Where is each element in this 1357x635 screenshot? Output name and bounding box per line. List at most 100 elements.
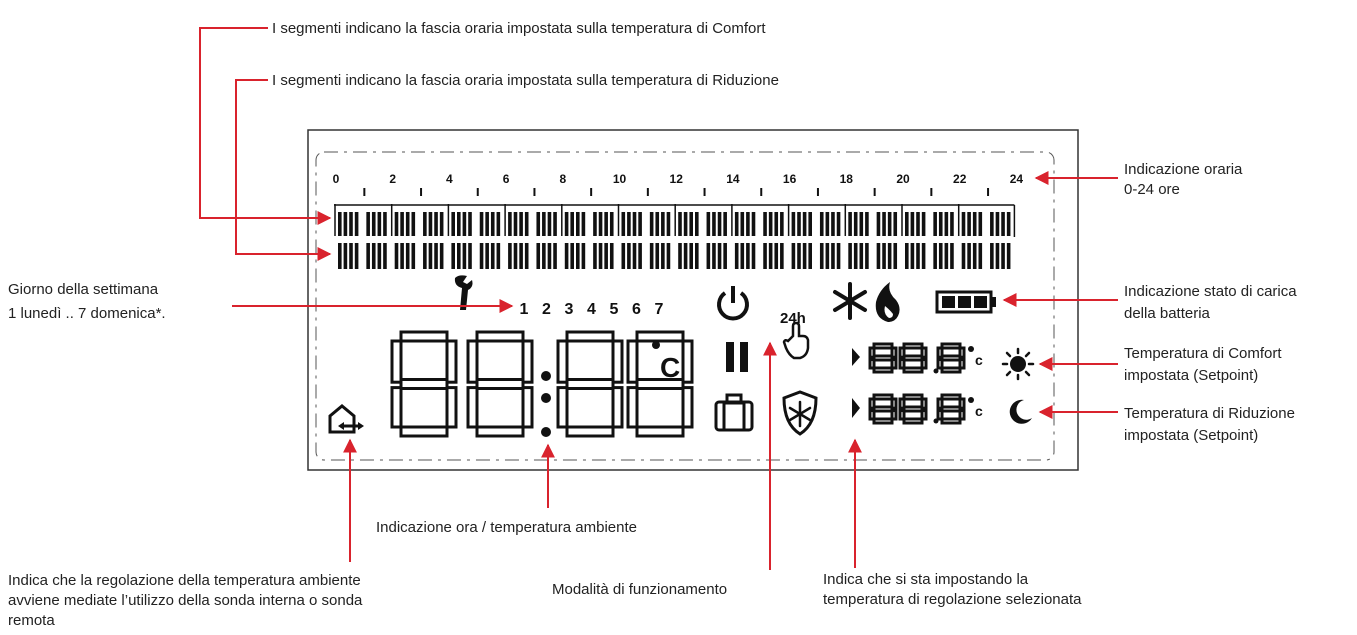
main-digit-segment xyxy=(399,425,449,438)
comfort-segment xyxy=(564,212,569,236)
main-digit-segment xyxy=(399,330,449,343)
comfort-digit-segment xyxy=(872,366,894,374)
comfort-segment xyxy=(768,212,773,236)
comfort-segment xyxy=(717,212,722,236)
reduction-segment xyxy=(542,243,546,269)
comfort-segment xyxy=(774,212,779,236)
comfort-segment xyxy=(683,212,688,236)
reduction-segment xyxy=(712,243,716,269)
comfort-segment xyxy=(910,212,915,236)
reduction-segment xyxy=(371,243,376,269)
comfort-segment xyxy=(916,212,920,236)
sun-icon xyxy=(1001,347,1035,381)
reduction-segment xyxy=(825,243,830,269)
reduction-segment xyxy=(950,243,954,269)
reduction-digit-segment xyxy=(936,409,944,421)
reduction-segment xyxy=(536,243,541,269)
weekday-number: 5 xyxy=(610,301,619,318)
reduction-unit: c xyxy=(975,403,983,419)
reduction-segment xyxy=(734,243,739,269)
reduction-segment xyxy=(859,243,864,269)
battery-annotation-1: Indicazione stato di carica xyxy=(1124,283,1297,300)
reduction-segment xyxy=(479,243,484,269)
main-time-display xyxy=(390,330,694,438)
reduction-segment xyxy=(938,243,943,269)
comfort-segment xyxy=(848,212,852,236)
time-temp-annotation: Indicazione ora / temperatura ambiente xyxy=(376,519,637,536)
main-digit-segment xyxy=(681,386,694,429)
reduction-segment xyxy=(791,243,796,269)
reduction-digit-segment xyxy=(898,409,906,421)
comfort-digit-segment xyxy=(920,346,928,359)
reduction-digit-segment xyxy=(920,397,928,410)
comfort-segment xyxy=(576,212,580,236)
reduction-segment xyxy=(678,243,682,269)
main-digit-segment xyxy=(556,386,569,429)
comfort-segment xyxy=(961,212,966,236)
comfort-digit-segment xyxy=(902,354,924,362)
comfort-segment xyxy=(354,212,359,236)
house-probe-icon xyxy=(328,404,364,434)
comfort-segment xyxy=(967,212,971,236)
comfort-digit-segment xyxy=(890,358,898,370)
comfort-segment xyxy=(655,212,660,236)
reduction-digit-segment xyxy=(940,393,962,401)
comfort-digit-segment xyxy=(936,346,944,359)
comfort-segment xyxy=(542,212,546,236)
main-digit-segment xyxy=(626,386,639,429)
reduction-digit-segment xyxy=(958,409,966,421)
wrench-icon xyxy=(454,275,473,310)
comfort-segment xyxy=(377,212,382,236)
comfort-segment xyxy=(836,212,841,236)
reduction-segment xyxy=(524,243,529,269)
reduction-segment xyxy=(905,243,909,269)
comfort-segment xyxy=(519,212,523,236)
hand-icon xyxy=(782,321,810,360)
comfort-segment xyxy=(349,212,353,236)
comfort-segment xyxy=(938,212,943,236)
comfort-segment xyxy=(825,212,830,236)
comfort-segment xyxy=(944,212,949,236)
reduction-segment xyxy=(570,243,574,269)
reduction-segment xyxy=(496,243,501,269)
battery-icon xyxy=(935,290,996,314)
comfort-segment xyxy=(853,212,858,236)
reduction-segment xyxy=(434,243,438,269)
reduction-segment xyxy=(972,243,977,269)
reduction-segment xyxy=(411,243,416,269)
reduction-segment xyxy=(457,243,461,269)
comfort-segment xyxy=(723,212,727,236)
battery-annotation-2: della batteria xyxy=(1124,305,1211,322)
comfort-digit-segment xyxy=(958,358,966,370)
reduction-segment xyxy=(683,243,688,269)
reduction-segment xyxy=(933,243,937,269)
comfort-segment xyxy=(371,212,376,236)
main-digit-segment xyxy=(565,378,615,390)
hour-tick-label: 14 xyxy=(726,172,740,186)
comfort-digit-segment xyxy=(898,346,906,359)
reduction-segment xyxy=(746,243,750,269)
reduction-segment xyxy=(893,243,898,269)
comfort-segment xyxy=(570,212,574,236)
reduction-segment xyxy=(876,243,881,269)
reduction-segment xyxy=(338,243,342,269)
comfort-segment xyxy=(366,212,370,236)
reduction-segment xyxy=(797,243,801,269)
comfort-decimal-point xyxy=(933,368,939,374)
hour-tick-label: 8 xyxy=(559,172,566,186)
reduction-segment xyxy=(462,243,467,269)
reduction-degree: c xyxy=(968,397,983,419)
comfort-segment xyxy=(411,212,416,236)
timer-24h-label: 24h xyxy=(780,310,806,327)
setpoint-displays xyxy=(868,342,966,425)
main-digit-segment xyxy=(565,330,615,343)
comfort-segments xyxy=(334,204,1016,237)
comfort-segment xyxy=(490,212,495,236)
reduction-segment xyxy=(751,243,756,269)
comfort-segment xyxy=(513,212,518,236)
reduction-segment xyxy=(366,243,370,269)
main-digit-segment xyxy=(635,425,685,438)
snowflake-icon xyxy=(833,282,867,320)
